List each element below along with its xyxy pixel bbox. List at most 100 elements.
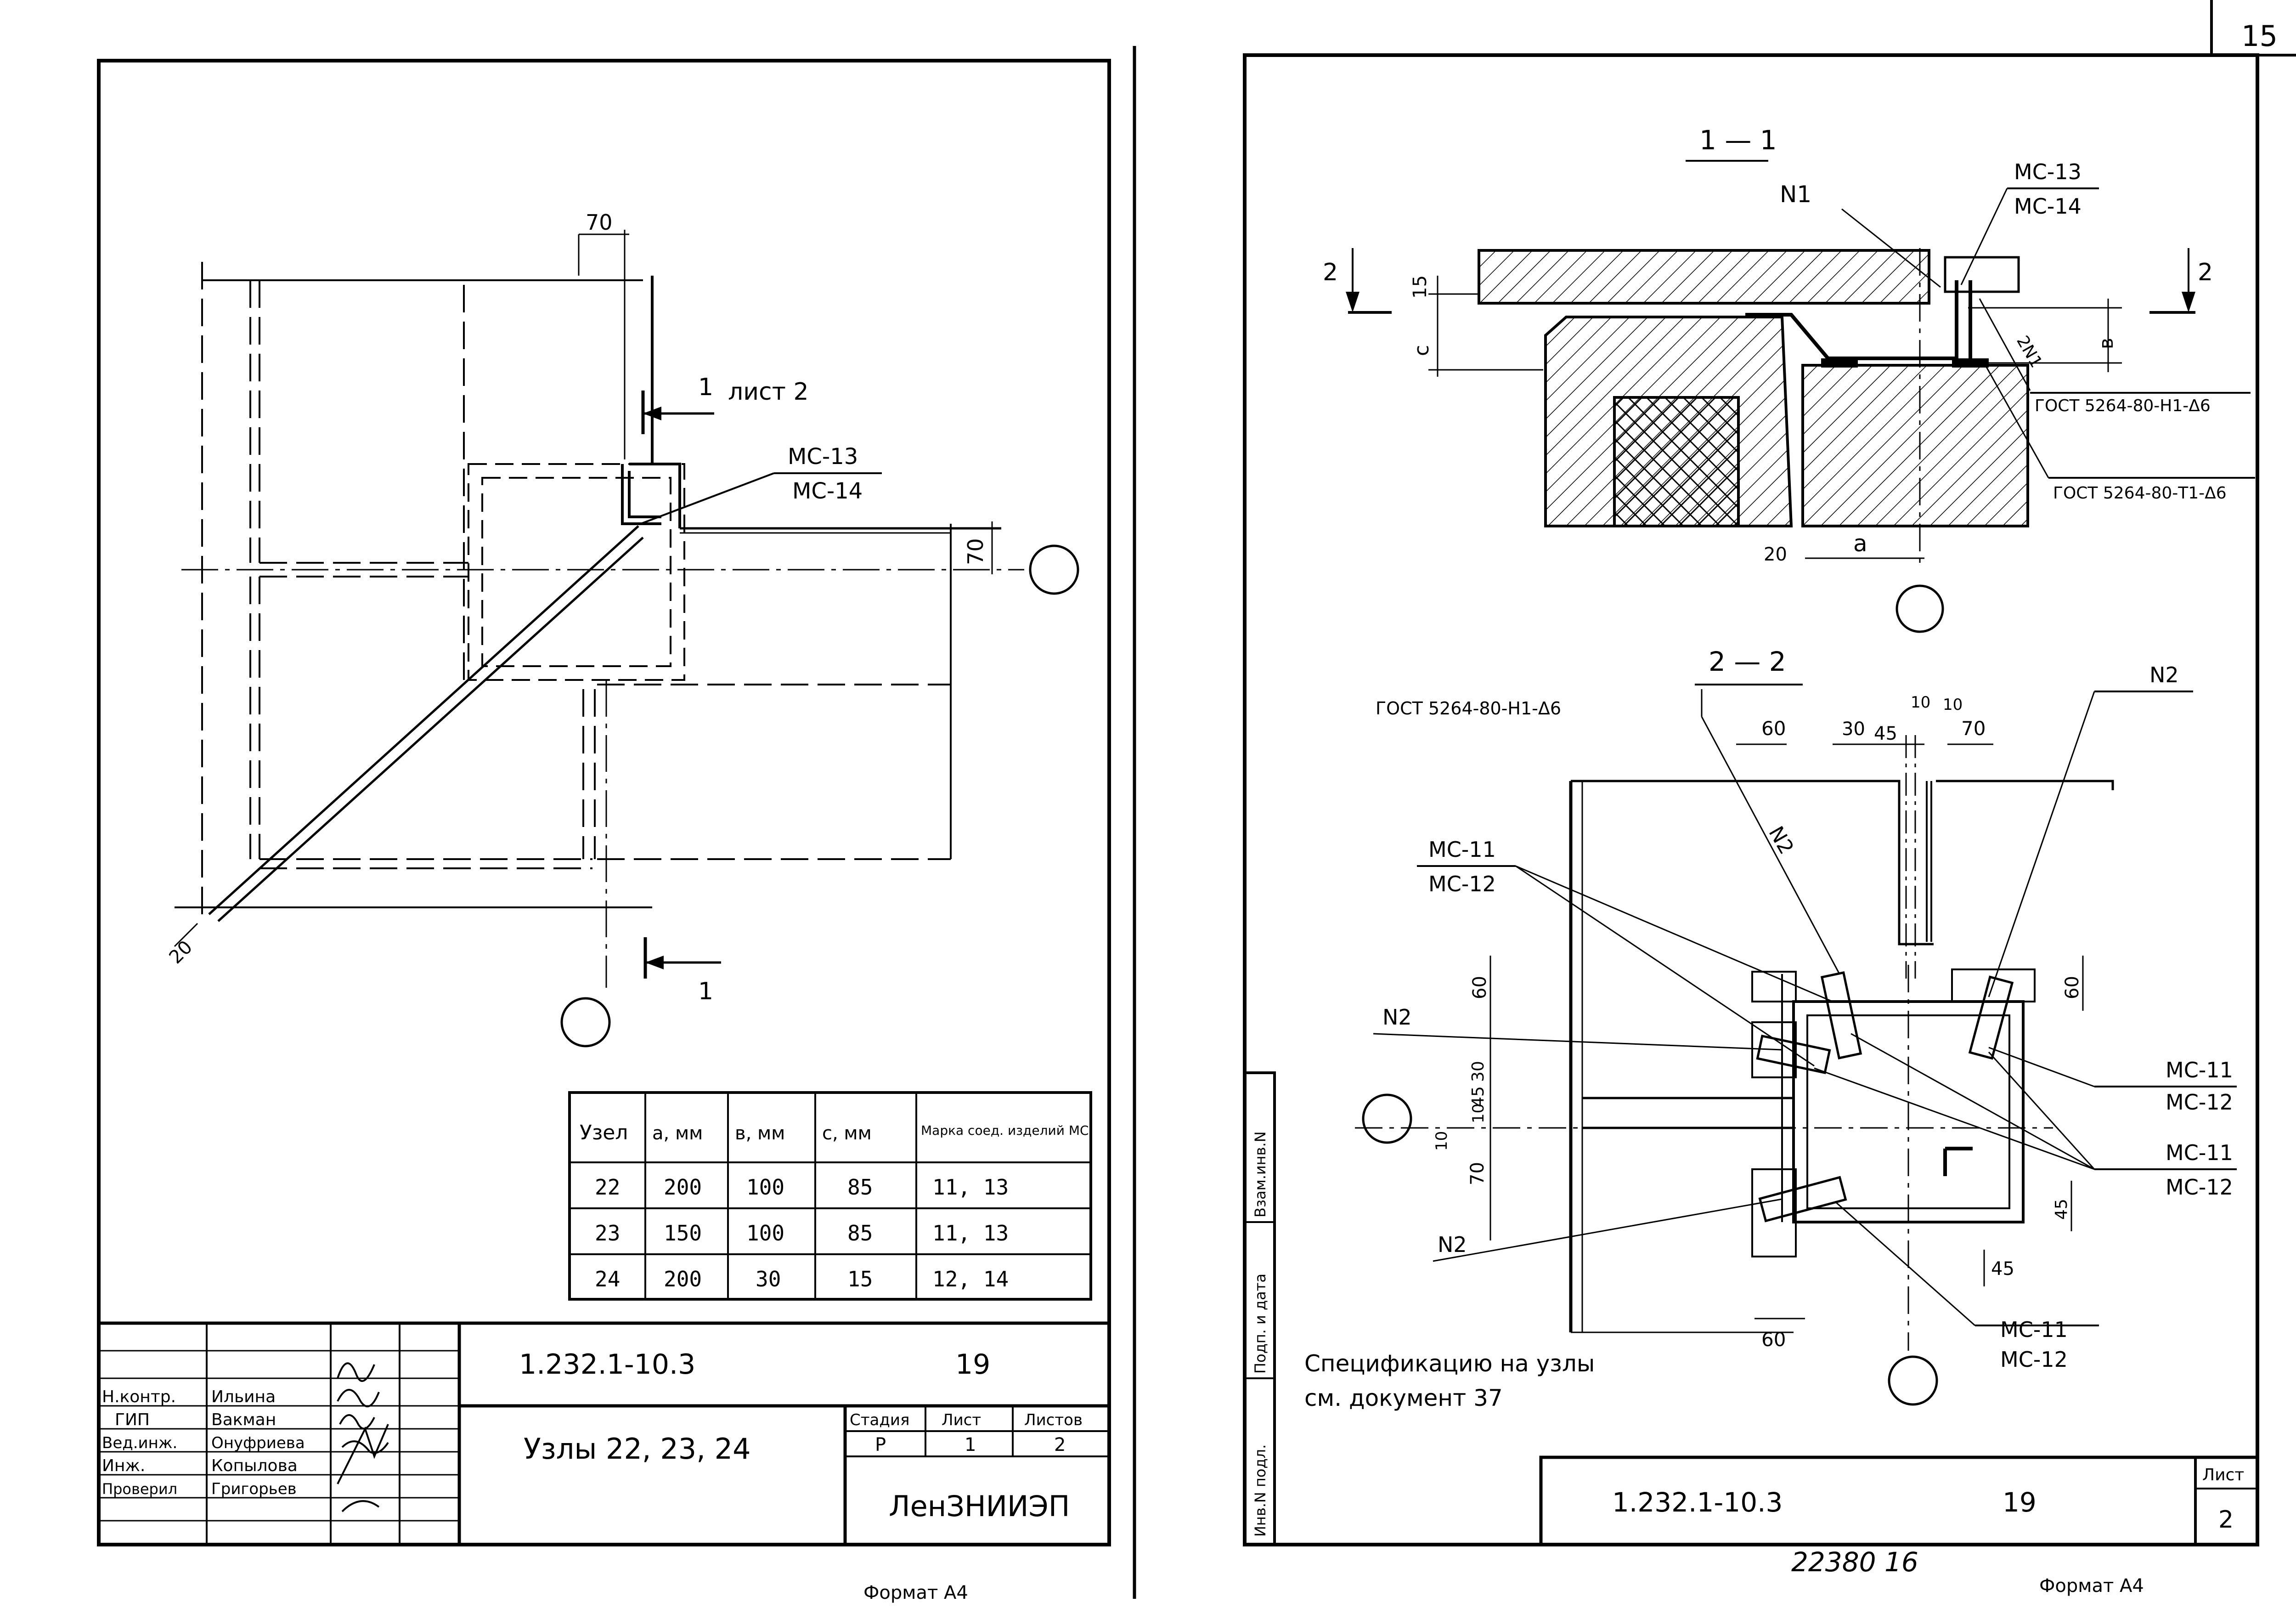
svg-text:12, 14: 12, 14 xyxy=(932,1267,1009,1291)
svg-text:МС-11: МС-11 xyxy=(2000,1317,2068,1342)
sheets-value: 2 xyxy=(1054,1434,1066,1455)
svg-text:70: 70 xyxy=(1961,717,1986,740)
svg-text:45: 45 xyxy=(1469,1086,1488,1107)
svg-text:15: 15 xyxy=(847,1267,873,1291)
svg-text:70: 70 xyxy=(1467,1162,1488,1185)
svg-text:МС-11: МС-11 xyxy=(2166,1140,2233,1165)
page-number: 15 xyxy=(2241,19,2278,53)
right-sheet-value: 2 xyxy=(2218,1506,2234,1534)
section-marker-top: 1 лист 2 xyxy=(641,374,809,434)
weld-note-2: ГОСТ 5264-80-Т1-Δ6 xyxy=(2053,484,2227,503)
svg-text:с: с xyxy=(1410,345,1433,356)
svg-text:30: 30 xyxy=(1469,1061,1488,1082)
callout-mc13-mc14: МС-13 МС-14 xyxy=(640,444,882,525)
axis-bubble-section1 xyxy=(1895,584,1944,633)
svg-text:200: 200 xyxy=(664,1175,702,1200)
weld-note-1: ГОСТ 5264-80-Н1-Δ6 xyxy=(2035,396,2211,415)
svg-text:Н.контр.: Н.контр. xyxy=(102,1387,176,1406)
svg-text:60: 60 xyxy=(1761,717,1786,740)
svg-text:Григорьев: Григорьев xyxy=(211,1480,297,1498)
svg-text:МС-12: МС-12 xyxy=(2166,1090,2233,1115)
svg-text:Вакман: Вакман xyxy=(211,1410,276,1429)
svg-text:150: 150 xyxy=(664,1221,702,1246)
left-drawing-title: Узлы 22, 23, 24 xyxy=(524,1432,751,1466)
table-header-a: а, мм xyxy=(652,1123,703,1144)
svg-text:30: 30 xyxy=(1842,719,1865,740)
svg-text:60: 60 xyxy=(1761,1328,1786,1351)
right-title-block: 1.232.1-10.3 19 Лист 2 xyxy=(1539,1455,2259,1546)
svg-text:100: 100 xyxy=(746,1175,784,1200)
section-1-1-title: 1 — 1 xyxy=(1699,125,1777,156)
sheets-label: Листов xyxy=(1024,1411,1083,1429)
callout-n2-right: N2 xyxy=(1988,662,2193,997)
axis-bubble-bottom xyxy=(560,997,611,1047)
axis-bubble-section2 xyxy=(1888,1355,1938,1406)
stamp-sign-date: Подп. и дата xyxy=(1252,1274,1269,1374)
svg-text:45: 45 xyxy=(1874,723,1897,744)
svg-text:Ильина: Ильина xyxy=(211,1387,276,1406)
table-header-c: с, мм xyxy=(822,1123,872,1144)
right-format: Формат А4 xyxy=(2039,1575,2144,1597)
svg-text:15: 15 xyxy=(1410,275,1431,299)
svg-text:1: 1 xyxy=(698,374,713,401)
inventory-number: 22380 16 xyxy=(1791,1546,1918,1578)
stamp-inv: Инв.N подл. xyxy=(1252,1444,1269,1537)
sheet-label: Лист xyxy=(942,1411,981,1429)
svg-text:МС-12: МС-12 xyxy=(2000,1347,2068,1372)
svg-text:в: в xyxy=(2095,338,2117,349)
staff-row: Н.контр. Ильина xyxy=(102,1387,276,1406)
staff-row: Проверил Григорьев xyxy=(102,1480,297,1498)
svg-text:200: 200 xyxy=(664,1267,702,1291)
svg-text:Онуфриева: Онуфриева xyxy=(211,1434,305,1452)
svg-text:20: 20 xyxy=(1764,544,1787,565)
stamp-replace: Взам.инв.N xyxy=(1252,1131,1269,1217)
nodes-table: Узел а, мм в, мм с, мм Марка соед. издел… xyxy=(568,1091,1092,1301)
svg-text:45: 45 xyxy=(2052,1199,2071,1220)
svg-text:Инж.: Инж. xyxy=(102,1456,145,1475)
section-marker-bottom: 1 xyxy=(643,937,721,1005)
section-2-2-title: 2 — 2 xyxy=(1709,646,1786,677)
dim-20: 20 xyxy=(165,937,197,968)
spec-note-line1: Спецификацию на узлы xyxy=(1304,1350,1595,1377)
left-format: Формат А4 xyxy=(863,1582,968,1603)
svg-text:10: 10 xyxy=(1433,1131,1451,1151)
svg-text:МС-12: МС-12 xyxy=(2166,1175,2233,1200)
right-sheet: 1 — 1 2 xyxy=(1243,53,2259,1597)
svg-text:85: 85 xyxy=(847,1221,873,1246)
callout-n2-left-1: N2 xyxy=(1373,1005,1783,1051)
table-header-mark: Марка соед. изделий МС xyxy=(921,1123,1089,1138)
page-number-box: 15 xyxy=(2210,0,2296,57)
stage-label: Стадия xyxy=(850,1411,909,1429)
mark-n1: N1 xyxy=(1780,181,1811,208)
right-sheet-no: 19 xyxy=(2003,1487,2037,1518)
svg-text:85: 85 xyxy=(847,1175,873,1200)
section-1-1: 1 — 1 2 xyxy=(1323,125,2255,633)
svg-text:24: 24 xyxy=(595,1267,620,1291)
table-row: 24 200 30 15 12, 14 xyxy=(595,1267,1009,1291)
svg-text:10: 10 xyxy=(1469,1104,1488,1123)
svg-text:Копылова: Копылова xyxy=(211,1456,298,1475)
section-cut-left: 2 xyxy=(1323,248,1392,314)
svg-text:11, 13: 11, 13 xyxy=(932,1175,1009,1200)
table-row: 22 200 100 85 11, 13 xyxy=(595,1175,1009,1200)
svg-text:МС-11: МС-11 xyxy=(1428,837,1496,862)
svg-text:МС-13: МС-13 xyxy=(2014,159,2082,184)
svg-text:Проверил: Проверил xyxy=(102,1480,177,1498)
svg-text:11, 13: 11, 13 xyxy=(932,1221,1009,1246)
side-stamp: Инв.N подл. Подп. и дата Взам.инв.N xyxy=(1243,1071,1276,1546)
callout-mc11-right-1: МС-11 МС-12 xyxy=(1988,1047,2237,1115)
svg-text:ГИП: ГИП xyxy=(115,1410,150,1429)
svg-text:30: 30 xyxy=(756,1267,781,1291)
table-header-b: в, мм xyxy=(735,1123,785,1144)
staff-row: Вед.инж. Онуфриева xyxy=(102,1434,305,1452)
dim-70-top: 70 xyxy=(586,210,613,235)
svg-text:60: 60 xyxy=(1469,976,1490,999)
left-title-block: Н.контр. Ильина ГИП Вакман Вед.инж. Онуф… xyxy=(99,1321,1109,1545)
svg-text:N2: N2 xyxy=(1438,1232,1467,1257)
svg-text:2: 2 xyxy=(1323,259,1338,286)
callout-n2-left-2: N2 xyxy=(1433,1198,1783,1262)
svg-text:23: 23 xyxy=(595,1221,620,1246)
svg-text:МС-13: МС-13 xyxy=(788,444,858,470)
svg-text:Вед.инж.: Вед.инж. xyxy=(102,1434,177,1452)
svg-text:N2: N2 xyxy=(1382,1005,1412,1030)
